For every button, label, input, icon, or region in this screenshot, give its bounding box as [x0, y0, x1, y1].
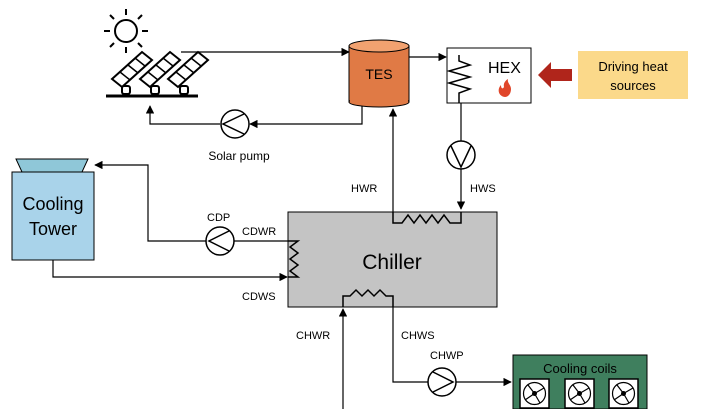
- cdws-pipe: [52, 260, 288, 282]
- cdp-pump-icon[interactable]: [205, 226, 235, 256]
- generator-coil-icon: [392, 212, 462, 225]
- fan-icon: [608, 378, 639, 409]
- cooling-tower-label-line2: Tower: [29, 219, 77, 239]
- tes-tank: TES: [348, 39, 410, 108]
- chws-pipe: [392, 307, 428, 383]
- fan-icon: [564, 378, 595, 409]
- fan-icon: [519, 378, 550, 409]
- cooling-tower-label-line1: Cooling: [22, 194, 83, 214]
- cdwr-label: CDWR: [242, 226, 276, 238]
- hex-label: HEX: [488, 60, 521, 77]
- flame-icon: [498, 79, 511, 97]
- condenser-coil-icon: [288, 240, 301, 278]
- tes-label: TES: [365, 66, 392, 82]
- sun-icon: [104, 9, 148, 53]
- chwp-pump-icon[interactable]: [427, 367, 457, 397]
- driving-heat-sources: Driving heat sources: [578, 51, 688, 99]
- chiller: Chiller: [287, 211, 498, 308]
- hws-label: HWS: [470, 183, 496, 195]
- solar-return-pipe-2: [145, 105, 220, 125]
- hex-unit: HEX: [446, 47, 532, 104]
- cdwr-to-tower-pipe: [94, 160, 206, 242]
- driving-label-line2: sources: [610, 78, 656, 93]
- solar-return-pipe-1: [249, 106, 363, 129]
- hwr-label: HWR: [351, 183, 377, 195]
- driving-arrow-icon: [538, 62, 572, 88]
- heat-exchanger-coil-icon: [446, 55, 473, 103]
- solar-pump-label: Solar pump: [208, 149, 270, 163]
- evaporator-coil-icon: [342, 288, 394, 307]
- cdws-label: CDWS: [242, 291, 276, 303]
- cdp-label: CDP: [207, 212, 230, 224]
- hws-pump-icon[interactable]: [446, 140, 476, 170]
- chwr-label: CHWR: [296, 330, 330, 342]
- cooling-coils: Cooling coils: [512, 354, 648, 409]
- driving-label-line1: Driving heat: [598, 59, 668, 74]
- cooling-coils-label: Cooling coils: [543, 361, 617, 376]
- cooling-tower: Cooling Tower: [11, 158, 95, 261]
- solar-panel-icon: [106, 50, 210, 98]
- solar-pump-icon[interactable]: [220, 109, 250, 139]
- chiller-label: Chiller: [362, 251, 422, 274]
- chwp-label: CHWP: [430, 350, 464, 362]
- chws-label: CHWS: [401, 330, 435, 342]
